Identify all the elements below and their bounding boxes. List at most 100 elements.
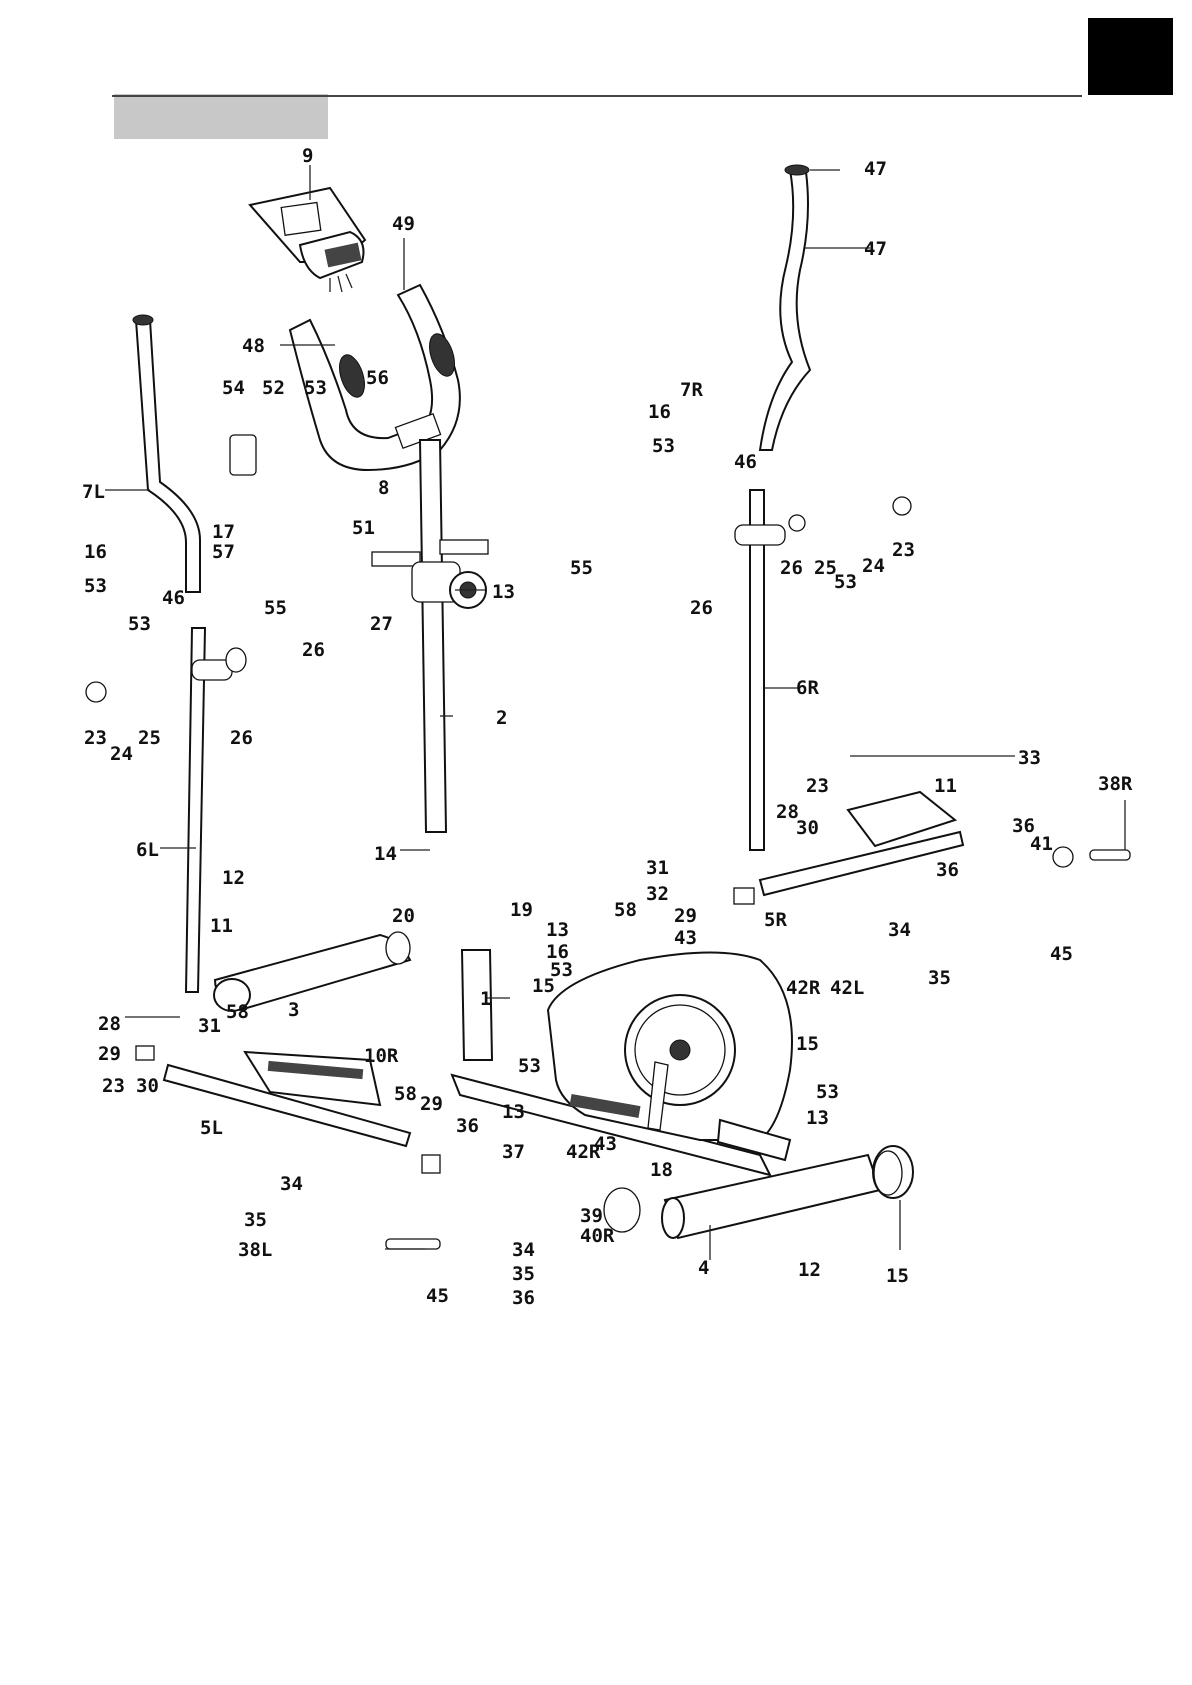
label-52a: 53 bbox=[304, 377, 327, 399]
label-10L: 10R bbox=[364, 1045, 399, 1067]
left-pedal-part bbox=[162, 1050, 412, 1148]
label-43a: 43 bbox=[674, 927, 697, 949]
label-32: 32 bbox=[646, 883, 669, 905]
label-45a: 45 bbox=[1050, 943, 1073, 965]
label-23b: 23 bbox=[892, 539, 915, 561]
label-42L: 42R bbox=[566, 1141, 601, 1163]
label-45b: 45 bbox=[426, 1285, 449, 1307]
label-51: 52 bbox=[262, 377, 285, 399]
label-56: 57 bbox=[212, 541, 235, 563]
label-49: 49 bbox=[392, 213, 415, 235]
label-41: 42L bbox=[830, 977, 864, 999]
label-30a: 30 bbox=[796, 817, 819, 839]
label-9: 9 bbox=[302, 145, 313, 167]
leader-lines bbox=[105, 165, 1126, 1260]
label-57a: 58 bbox=[614, 899, 637, 921]
left-handle-part bbox=[85, 314, 247, 993]
label-52b: 53 bbox=[84, 575, 107, 597]
label-12a: 12 bbox=[222, 867, 245, 889]
frame-part bbox=[450, 949, 793, 1177]
label-16b: 16 bbox=[648, 401, 671, 423]
label-23a: 23 bbox=[84, 727, 107, 749]
label-33: 33 bbox=[1018, 747, 1041, 769]
label-52d: 53 bbox=[652, 435, 675, 457]
label-18: 14 bbox=[374, 843, 397, 865]
label-8: 8 bbox=[378, 477, 389, 499]
label-52f: 53 bbox=[550, 959, 573, 981]
label-36b: 36 bbox=[936, 859, 959, 881]
label-22: 18 bbox=[650, 1159, 673, 1181]
label-12b: 12 bbox=[798, 1259, 821, 1281]
label-19: 19 bbox=[510, 899, 533, 921]
label-39: 39 bbox=[580, 1205, 603, 1227]
label-34b: 34 bbox=[280, 1173, 303, 1195]
label-52c: 53 bbox=[128, 613, 151, 635]
label-26a: 26 bbox=[302, 639, 325, 661]
label-38L: 38L bbox=[238, 1239, 272, 1261]
label-4: 4 bbox=[698, 1257, 709, 1279]
label-44b: 46 bbox=[734, 451, 757, 473]
label-55: 56 bbox=[366, 367, 389, 389]
label-35a: 35 bbox=[928, 967, 951, 989]
label-54b: 55 bbox=[570, 557, 593, 579]
label-34a: 34 bbox=[888, 919, 911, 941]
label-17: 13 bbox=[492, 581, 515, 603]
label-16a: 16 bbox=[84, 541, 107, 563]
label-3: 3 bbox=[288, 999, 299, 1021]
header-box bbox=[114, 94, 328, 139]
label-35c: 35 bbox=[512, 1263, 535, 1285]
label-43b: 43 bbox=[594, 1133, 617, 1155]
label-11: 11 bbox=[210, 915, 233, 937]
label-36a: 36 bbox=[1012, 815, 1035, 837]
right-handle-part bbox=[734, 164, 912, 851]
label-34c: 34 bbox=[512, 1239, 535, 1261]
label-31b: 31 bbox=[198, 1015, 221, 1037]
label-54a: 55 bbox=[264, 597, 287, 619]
front-stabilizer-part bbox=[661, 1145, 914, 1240]
right-pedal-part bbox=[758, 790, 965, 897]
console-part bbox=[248, 186, 367, 293]
label-10R: 11 bbox=[934, 775, 957, 797]
header-rule bbox=[112, 95, 1082, 97]
label-6L: 6L bbox=[136, 839, 159, 861]
label-2: 2 bbox=[496, 707, 507, 729]
label-42R: 42R bbox=[786, 977, 821, 999]
section-tab bbox=[1088, 18, 1173, 95]
label-47: 47 bbox=[864, 238, 887, 260]
rear-stabilizer-part bbox=[213, 931, 412, 1012]
label-37: 37 bbox=[502, 1141, 525, 1163]
label-24a: 24 bbox=[110, 743, 133, 765]
part-labels: 9 49 48 54 52 53 56 8 51 17 57 27 13 2 1… bbox=[82, 145, 1133, 1309]
label-31a: 31 bbox=[646, 857, 669, 879]
label-29c: 29 bbox=[420, 1093, 443, 1115]
label-52g: 53 bbox=[518, 1055, 541, 1077]
label-28a: 28 bbox=[776, 801, 799, 823]
label-44a: 46 bbox=[162, 587, 185, 609]
label-35b: 35 bbox=[244, 1209, 267, 1231]
main-post-part bbox=[371, 439, 489, 833]
label-48: 48 bbox=[242, 335, 265, 357]
label-46: 47 bbox=[864, 158, 887, 180]
label-5R: 5R bbox=[764, 909, 787, 931]
label-40L: 40R bbox=[580, 1225, 615, 1247]
label-7L: 7L bbox=[82, 481, 105, 503]
label-13b: 13 bbox=[502, 1101, 525, 1123]
label-21: 17 bbox=[212, 521, 235, 543]
label-13c: 13 bbox=[806, 1107, 829, 1129]
label-14a: 15 bbox=[532, 975, 555, 997]
label-27: 27 bbox=[370, 613, 393, 635]
label-24b: 24 bbox=[862, 555, 885, 577]
label-7R: 7R bbox=[680, 379, 703, 401]
label-26b: 26 bbox=[230, 727, 253, 749]
label-15: 15 bbox=[886, 1265, 909, 1287]
label-5L: 5L bbox=[200, 1117, 223, 1139]
label-36c: 36 bbox=[456, 1115, 479, 1137]
label-58: 58 bbox=[394, 1083, 417, 1105]
label-26c: 26 bbox=[690, 597, 713, 619]
label-13a: 13 bbox=[546, 919, 569, 941]
label-28b: 28 bbox=[98, 1013, 121, 1035]
label-6R: 6R bbox=[796, 677, 819, 699]
label-1: 1 bbox=[480, 988, 491, 1010]
small-parts bbox=[135, 434, 1131, 1250]
